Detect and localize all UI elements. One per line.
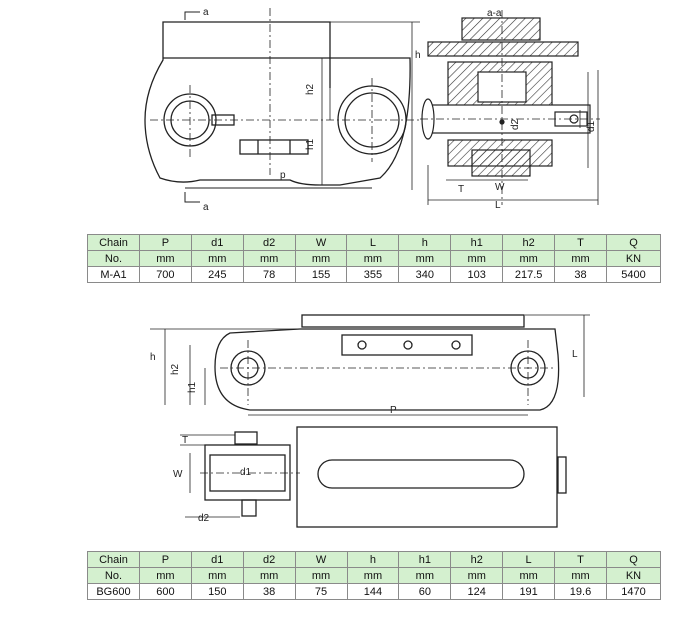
unit-d2: mm (242, 567, 296, 584)
unit-h1: mm (450, 250, 504, 267)
header-d1: d1 (190, 234, 244, 251)
unit-h2: mm (502, 250, 556, 267)
value-d1: 150 (190, 583, 244, 600)
label-d1: d1 (240, 467, 252, 478)
table-unit-row: No. mm mm mm mm mm mm mm mm mm KN (87, 250, 662, 267)
label-h1: h1 (305, 138, 316, 150)
unit-h: mm (398, 250, 452, 267)
value-h1: 60 (398, 583, 452, 600)
label-h1: h1 (187, 381, 198, 393)
label-h2: h2 (170, 363, 181, 375)
value-q: 1470 (605, 583, 662, 600)
unit-p: mm (138, 567, 192, 584)
value-chain: M-A1 (87, 266, 140, 283)
chain-drawing-bottom-svg: h h2 h1 L P T W d1 d2 (150, 314, 590, 528)
spec-table-m-a1: Chain P d1 d2 W L h h1 h2 T Q No. mm mm … (87, 234, 662, 283)
header-h: h (346, 551, 400, 568)
unit-d1: mm (190, 250, 244, 267)
header-h: h (398, 234, 452, 251)
label-h2: h2 (305, 83, 316, 95)
value-h2: 124 (450, 583, 504, 600)
header-h2: h2 (450, 551, 504, 568)
value-d2: 78 (242, 266, 296, 283)
header-l: L (502, 551, 556, 568)
value-p: 600 (138, 583, 192, 600)
value-d2: 38 (242, 583, 296, 600)
value-h2: 217.5 (502, 266, 556, 283)
table-row: BG600 600 150 38 75 144 60 124 191 19.6 … (87, 583, 662, 600)
header-t: T (554, 234, 607, 251)
unit-l: mm (502, 567, 556, 584)
spec-table-bg600: Chain P d1 d2 W h h1 h2 L T Q No. mm mm … (87, 551, 662, 600)
unit-chain: No. (87, 567, 140, 584)
header-l: L (346, 234, 400, 251)
header-d2: d2 (242, 551, 296, 568)
value-h: 340 (398, 266, 452, 283)
value-p: 700 (138, 266, 192, 283)
label-P: P (390, 405, 397, 416)
header-t: T (554, 551, 607, 568)
unit-h1: mm (398, 567, 452, 584)
header-q: Q (605, 551, 662, 568)
header-h1: h1 (450, 234, 504, 251)
header-d1: d1 (190, 551, 244, 568)
value-w: 155 (294, 266, 348, 283)
header-h2: h2 (502, 234, 556, 251)
header-d2: d2 (242, 234, 296, 251)
header-w: W (294, 551, 348, 568)
header-p: P (138, 234, 192, 251)
value-chain: BG600 (87, 583, 140, 600)
table-row: M-A1 700 245 78 155 355 340 103 217.5 38… (87, 266, 662, 283)
unit-w: mm (294, 567, 348, 584)
header-chain: Chain (87, 551, 140, 568)
label-W: W (495, 182, 505, 193)
chain-drawing-bottom: h h2 h1 L P T W d1 d2 (0, 305, 699, 545)
unit-t: mm (554, 250, 607, 267)
value-t: 19.6 (554, 583, 607, 600)
unit-q: KN (605, 250, 662, 267)
label-d1: d1 (586, 120, 597, 132)
unit-d2: mm (242, 250, 296, 267)
label-section: a-a (487, 8, 502, 19)
value-h: 144 (346, 583, 400, 600)
unit-chain: No. (87, 250, 140, 267)
value-w: 75 (294, 583, 348, 600)
label-L: L (572, 349, 578, 360)
value-q: 5400 (605, 266, 662, 283)
chain-drawing-top: a a a-a h h2 h1 p T W L d1 d2 (0, 0, 699, 230)
label-T: T (458, 184, 464, 195)
unit-d1: mm (190, 567, 244, 584)
value-d1: 245 (190, 266, 244, 283)
label-L: L (495, 200, 501, 211)
label-p: p (280, 170, 286, 181)
unit-l: mm (346, 250, 400, 267)
table-header-row: Chain P d1 d2 W L h h1 h2 T Q (87, 234, 662, 251)
label-a-top: a (203, 7, 209, 18)
header-p: P (138, 551, 192, 568)
value-t: 38 (554, 266, 607, 283)
label-d2: d2 (510, 118, 521, 130)
label-W: W (173, 469, 183, 480)
label-d2: d2 (198, 513, 210, 524)
unit-h: mm (346, 567, 400, 584)
label-h: h (150, 352, 156, 363)
label-h: h (415, 50, 421, 61)
unit-q: KN (605, 567, 662, 584)
header-chain: Chain (87, 234, 140, 251)
table-unit-row: No. mm mm mm mm mm mm mm mm mm KN (87, 567, 662, 584)
unit-h2: mm (450, 567, 504, 584)
unit-t: mm (554, 567, 607, 584)
label-a-bottom: a (203, 202, 209, 213)
header-q: Q (605, 234, 662, 251)
value-l: 191 (502, 583, 556, 600)
chain-drawing-top-svg: a a a-a h h2 h1 p T W L d1 d2 (144, 7, 600, 213)
table-header-row: Chain P d1 d2 W h h1 h2 L T Q (87, 551, 662, 568)
unit-w: mm (294, 250, 348, 267)
label-T: T (182, 435, 188, 446)
header-h1: h1 (398, 551, 452, 568)
header-w: W (294, 234, 348, 251)
value-l: 355 (346, 266, 400, 283)
value-h1: 103 (450, 266, 504, 283)
unit-p: mm (138, 250, 192, 267)
